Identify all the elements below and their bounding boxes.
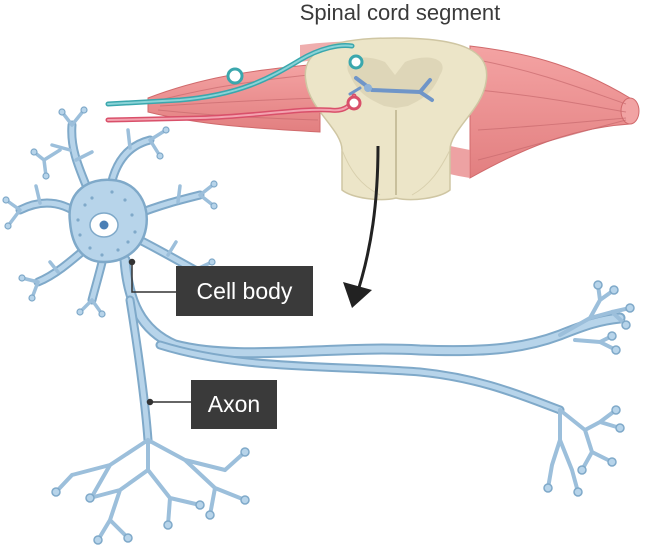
diagram-title: Spinal cord segment (299, 0, 501, 25)
neuron (2, 106, 635, 545)
leader-lines (128, 258, 191, 406)
nucleolus (99, 220, 109, 230)
reflex-arc (105, 43, 434, 123)
spinal-cord-section (304, 37, 488, 201)
axon-label: Axon (191, 380, 277, 429)
pointer-arrow (343, 145, 380, 308)
cell-body-label: Cell body (176, 266, 313, 316)
